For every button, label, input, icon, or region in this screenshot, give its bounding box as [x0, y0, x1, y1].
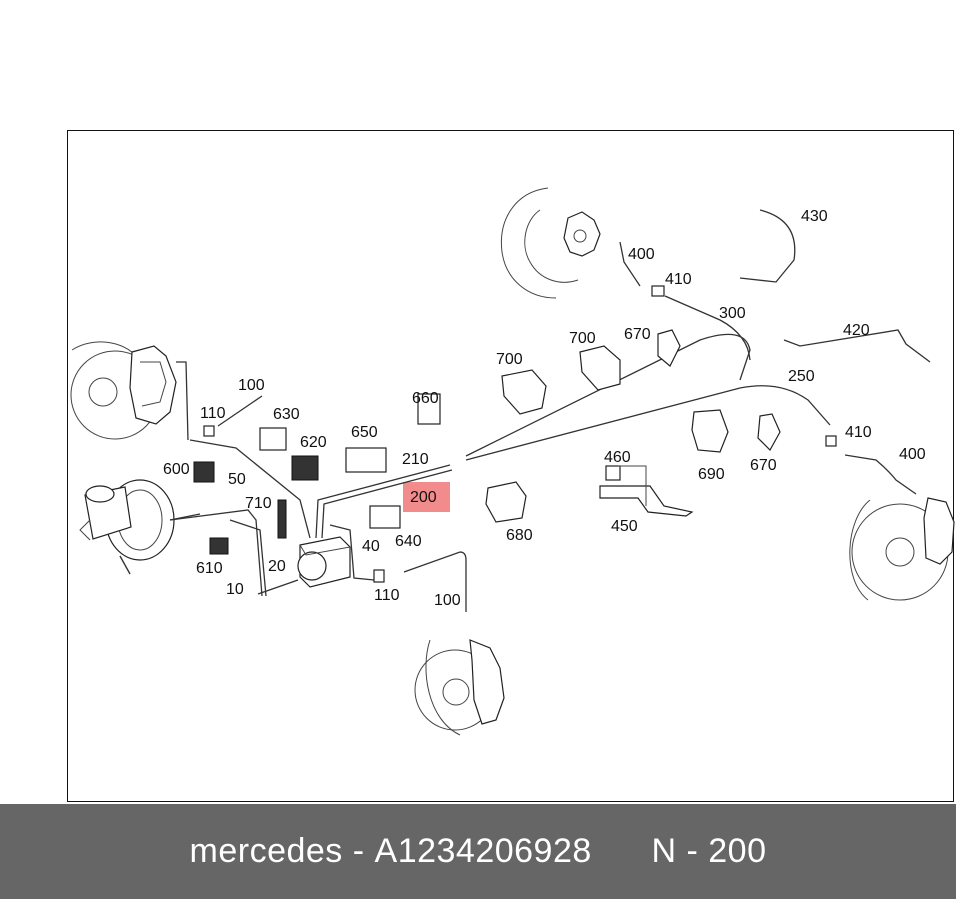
label-660: 660 [412, 390, 439, 407]
label-10: 10 [226, 581, 244, 598]
label-620: 620 [300, 434, 327, 451]
label-20: 20 [268, 558, 286, 575]
brake-booster [79, 479, 201, 575]
label-110-top: 110 [200, 405, 226, 422]
label-250: 250 [788, 368, 815, 385]
footer-brand: mercedes [189, 832, 343, 870]
label-410-top: 410 [665, 271, 692, 288]
footer-part-number: A1234206928 [374, 832, 592, 870]
label-690: 690 [698, 466, 725, 483]
brake-disc-front-right [414, 639, 505, 736]
label-430: 430 [801, 208, 828, 225]
footer-bar: mercedes - A1234206928 N - 200 [0, 804, 956, 899]
label-700-left: 700 [496, 351, 523, 368]
label-410-right: 410 [845, 424, 872, 441]
label-630: 630 [273, 406, 300, 423]
label-610: 610 [196, 560, 223, 577]
label-680: 680 [506, 527, 533, 544]
label-450: 450 [611, 518, 638, 535]
label-700-right: 700 [569, 330, 596, 347]
label-670-right: 670 [750, 457, 777, 474]
label-640: 640 [395, 533, 422, 550]
label-100-top: 100 [238, 377, 265, 394]
label-400-top: 400 [628, 246, 655, 263]
brake-disc-rear-right [849, 497, 955, 601]
highlight-200 [403, 482, 450, 512]
label-710: 710 [245, 495, 272, 512]
footer-position: N - 200 [651, 832, 767, 870]
brake-disc-front-left [70, 341, 177, 440]
label-40: 40 [362, 538, 380, 555]
label-110-bottom: 110 [374, 587, 400, 604]
label-50: 50 [228, 471, 246, 488]
label-650: 650 [351, 424, 378, 441]
label-100-bottom: 100 [434, 592, 461, 609]
abs-hydraulic-unit [257, 536, 351, 595]
label-400-right: 400 [899, 446, 926, 463]
brake-disc-rear-right-top [500, 187, 601, 299]
label-460: 460 [604, 449, 631, 466]
label-210: 210 [402, 451, 429, 468]
part-labels: 10 20 40 50 100 100 110 110 200 210 250 … [163, 208, 926, 609]
brake-lines [169, 209, 931, 612]
label-600: 600 [163, 461, 190, 478]
label-670-top: 670 [624, 326, 651, 343]
label-200: 200 [410, 489, 437, 506]
small-parts [193, 285, 837, 583]
diagram-frame [67, 130, 954, 802]
label-300: 300 [719, 305, 746, 322]
footer-separator: - [342, 832, 375, 870]
footer-gap [592, 832, 652, 871]
label-420: 420 [843, 322, 870, 339]
